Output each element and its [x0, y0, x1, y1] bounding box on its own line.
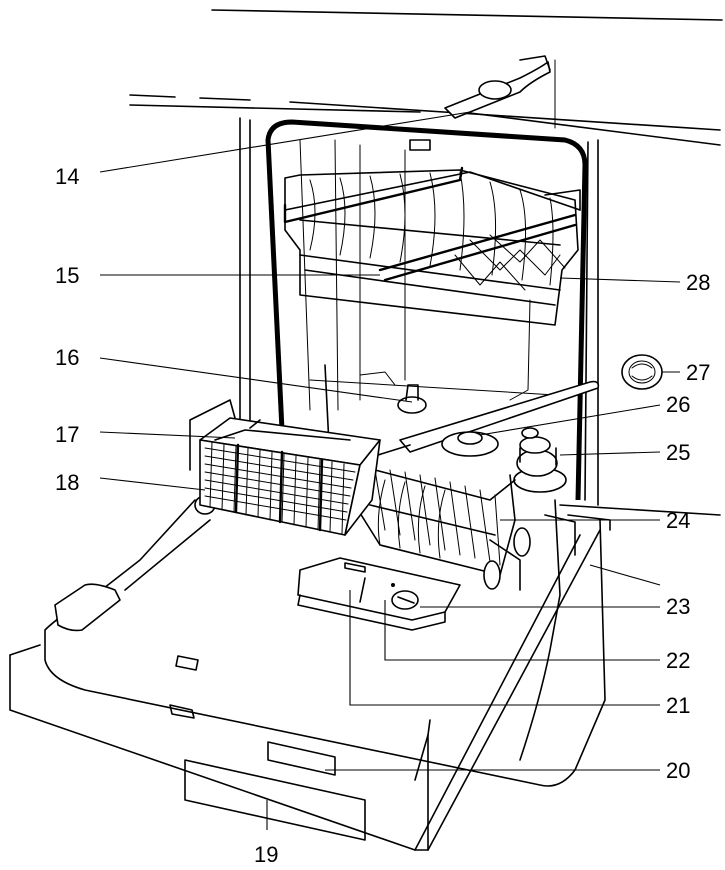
vent — [621, 354, 663, 390]
open-door — [9, 499, 606, 851]
callout-24: 24 — [666, 508, 690, 533]
leader-lines — [99, 111, 681, 830]
leader-17 — [99, 431, 236, 439]
callout-15: 15 — [55, 263, 79, 288]
callout-26: 26 — [666, 392, 690, 417]
callout-14: 14 — [55, 164, 79, 189]
callout-20: 20 — [666, 758, 690, 783]
callout-21: 21 — [666, 693, 690, 718]
cutlery-basket — [189, 399, 381, 536]
leader-16 — [99, 357, 413, 403]
callout-19: 19 — [254, 842, 278, 867]
wash-tower — [359, 371, 427, 414]
top-spray-arm — [444, 55, 551, 119]
leader-28 — [559, 277, 681, 283]
upper-rack — [283, 139, 581, 326]
callout-25: 25 — [666, 440, 690, 465]
leader-21 — [349, 590, 660, 706]
callout-16: 16 — [55, 345, 79, 370]
callout-17: 17 — [55, 422, 79, 447]
callout-labels: 14 15 16 17 18 19 20 21 22 23 24 25 26 2… — [55, 164, 710, 867]
leader-26 — [479, 404, 661, 436]
callout-23: 23 — [666, 594, 690, 619]
leader-25 — [559, 451, 661, 456]
countertop — [129, 9, 723, 146]
leader-18 — [99, 477, 206, 491]
leader-14 — [99, 111, 471, 173]
rinse-aid-cap — [513, 427, 567, 493]
door-gasket — [265, 119, 588, 501]
callout-22: 22 — [666, 648, 690, 673]
callout-18: 18 — [55, 470, 79, 495]
leader-23b — [589, 564, 661, 586]
callout-28: 28 — [686, 270, 710, 295]
leader-22 — [384, 600, 660, 661]
callout-27: 27 — [686, 360, 710, 385]
